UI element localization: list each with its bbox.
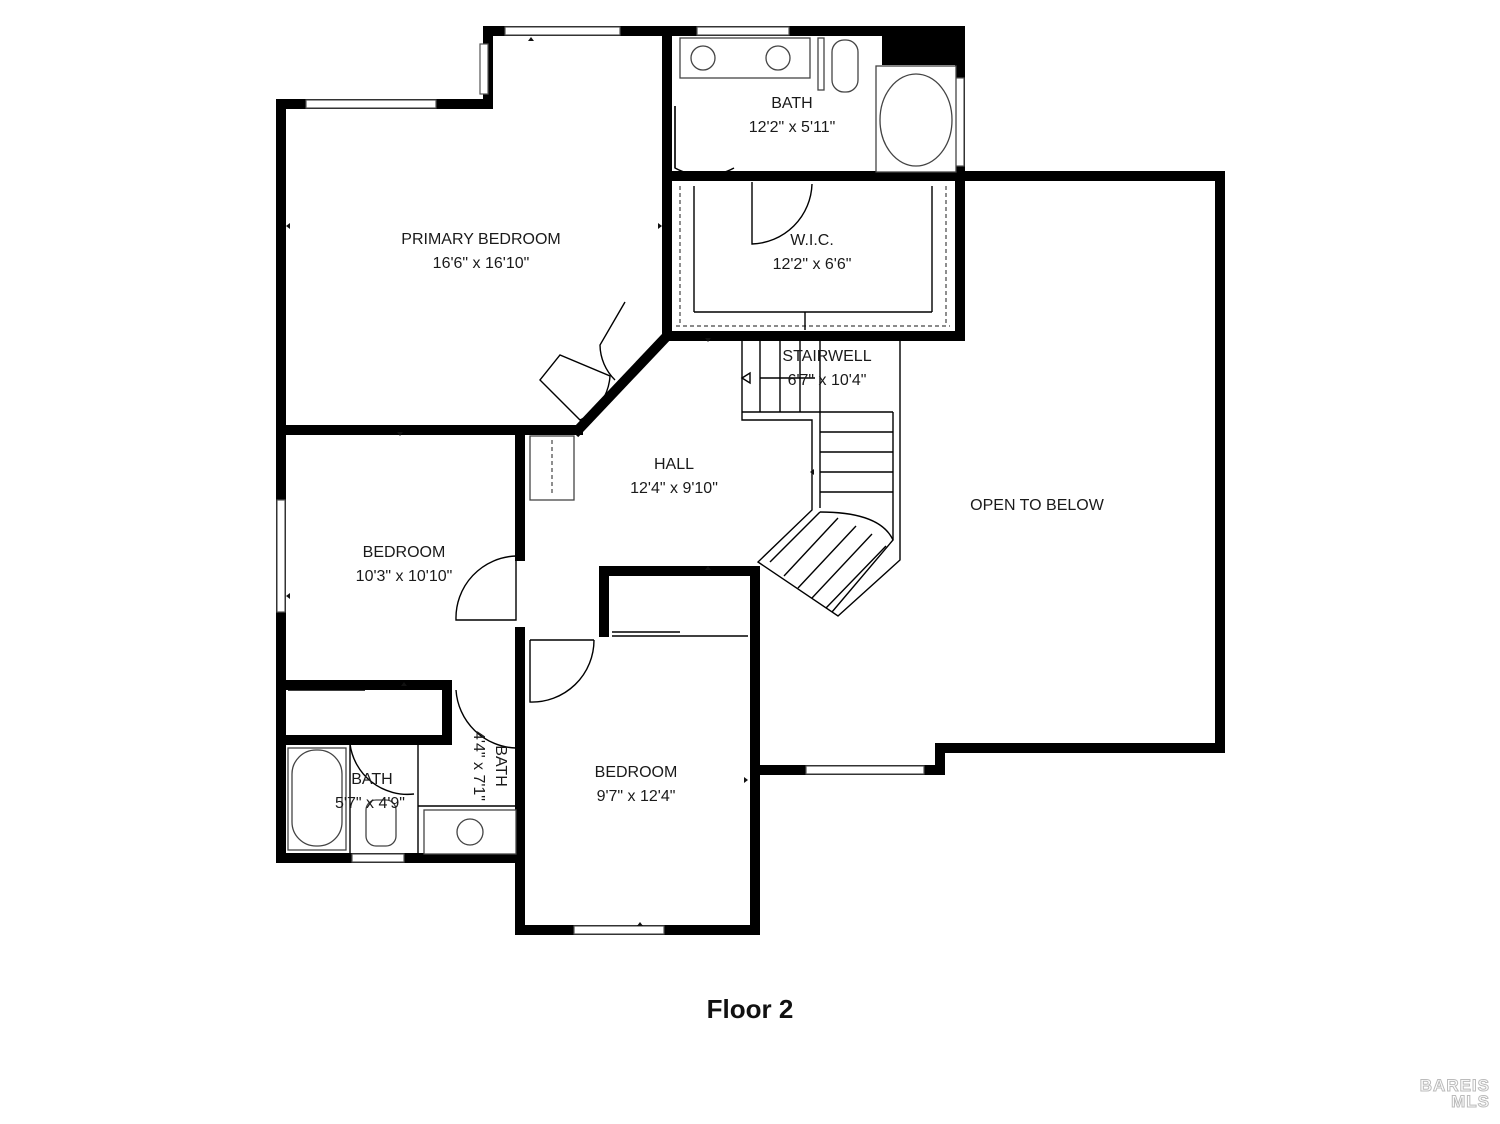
room-labels: PRIMARY BEDROOM 16'6" x 16'10" BATH 12'2… — [335, 95, 1105, 812]
bedroom-west-size: 10'3" x 10'10" — [356, 568, 453, 585]
bedroom-south-size: 9'7" x 12'4" — [597, 788, 676, 805]
bathtub-icon — [879, 73, 953, 167]
sink-icon — [690, 45, 716, 71]
fixtures — [287, 37, 957, 855]
hall-size: 12'4" x 9'10" — [630, 480, 718, 497]
bath-vertical-name: BATH — [492, 745, 509, 786]
bedroom-south-name: BEDROOM — [595, 764, 678, 781]
exterior-walls — [276, 26, 1225, 935]
wic-name: W.I.C. — [790, 232, 834, 249]
closets — [288, 186, 950, 691]
bedroom-west-name: BEDROOM — [363, 544, 446, 561]
open-to-below-name: OPEN TO BELOW — [970, 497, 1105, 514]
watermark-line2: MLS — [1451, 1092, 1490, 1111]
primary-bath-size: 12'2" x 5'11" — [749, 119, 836, 136]
stairwell-name: STAIRWELL — [782, 348, 871, 365]
doors — [349, 106, 813, 854]
windows — [276, 26, 965, 935]
interior-walls — [276, 26, 965, 863]
sink-icon — [456, 818, 484, 846]
stairwell-size: 6'7" x 10'4" — [788, 372, 867, 389]
bath-small-size: 5'7" x 4'9" — [335, 795, 405, 812]
primary-bath-name: BATH — [771, 95, 812, 112]
toilet-icon — [365, 799, 397, 847]
chimney-block — [882, 27, 964, 65]
wall-markers — [286, 37, 814, 926]
bathtub-icon — [291, 749, 343, 847]
primary-bedroom-name: PRIMARY BEDROOM — [401, 231, 560, 248]
mls-watermark: BAREIS MLS — [1419, 1076, 1490, 1111]
stairs — [740, 340, 901, 617]
bath-vertical-size: 4'4" x 7'1" — [470, 731, 487, 801]
wic-size: 12'2" x 6'6" — [773, 256, 852, 273]
watermark-line1: BAREIS — [1419, 1076, 1490, 1095]
toilet-icon — [831, 39, 859, 93]
sink-icon — [765, 45, 791, 71]
bath-small-name: BATH — [351, 771, 392, 788]
hall-name: HALL — [654, 456, 694, 473]
floor-label: Floor 2 — [706, 994, 794, 1024]
primary-bedroom-size: 16'6" x 16'10" — [433, 255, 530, 272]
